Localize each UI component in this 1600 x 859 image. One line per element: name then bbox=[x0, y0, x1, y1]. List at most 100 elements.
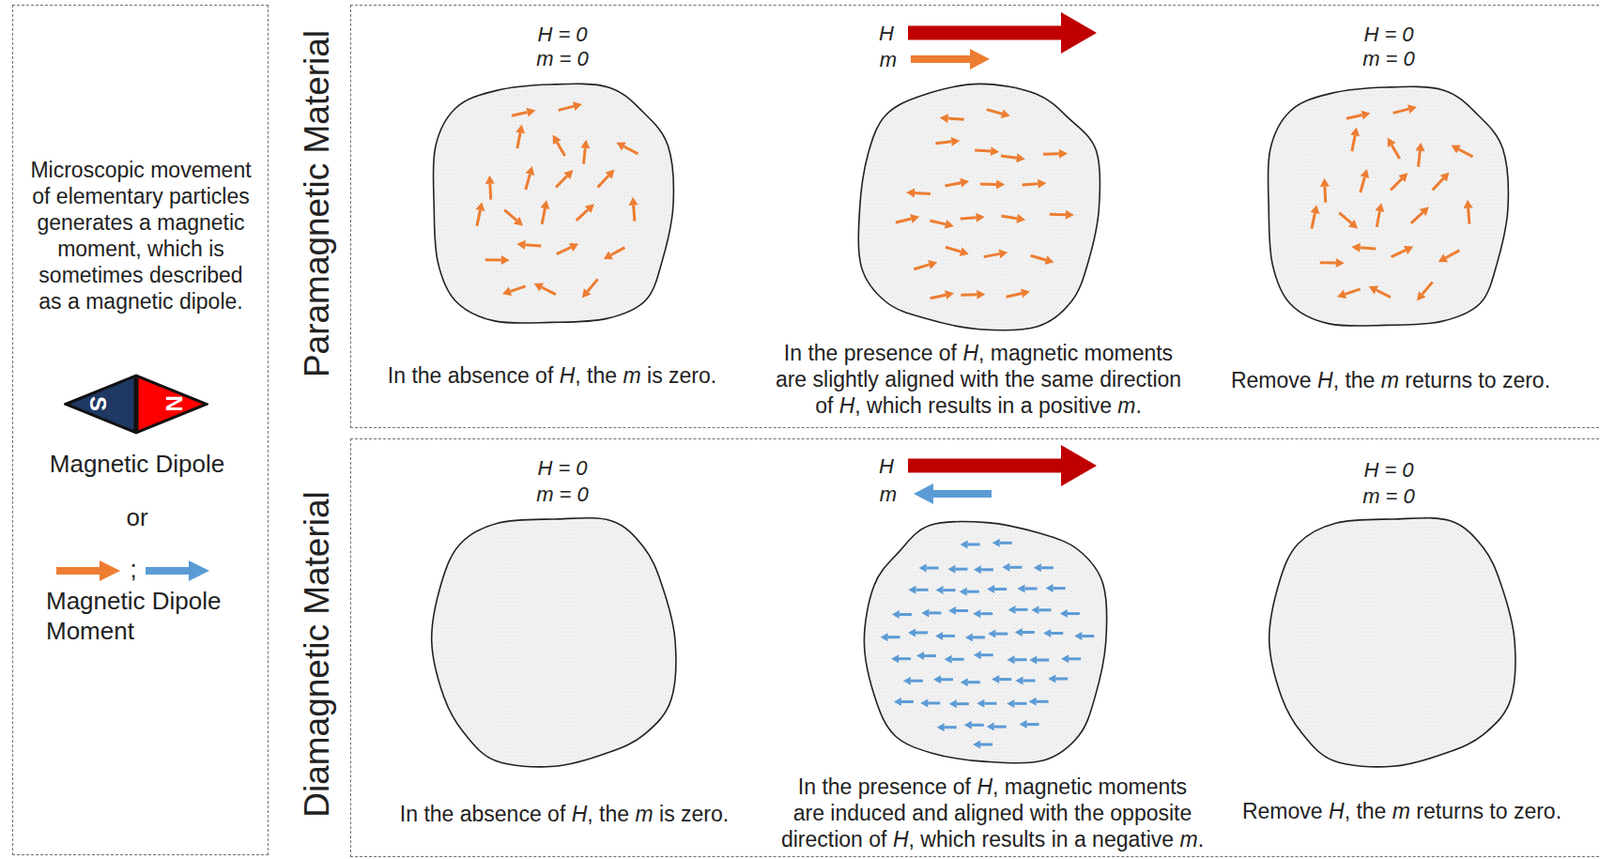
dipole-arrow-shaft bbox=[930, 220, 947, 225]
text-run bbox=[541, 801, 548, 827]
magnetic-dipole-diamond: SN bbox=[63, 373, 209, 435]
dipole-arrow-shaft bbox=[1014, 702, 1027, 706]
dipole-arrow-head bbox=[919, 564, 927, 573]
text-run: of bbox=[938, 340, 957, 366]
dipole-arrow-head bbox=[569, 243, 579, 252]
dipole-arrow-head bbox=[563, 169, 573, 180]
text-run: , bbox=[854, 393, 867, 418]
dipole-arrow-head bbox=[1369, 286, 1379, 295]
text-run: H bbox=[839, 393, 856, 418]
text-run: of bbox=[815, 393, 833, 418]
text-run: the bbox=[586, 363, 617, 388]
dipole-arrow-shaft bbox=[511, 112, 528, 117]
dipole-arrow-head bbox=[1438, 253, 1448, 262]
dipole-arrow-shaft bbox=[541, 287, 556, 295]
text-run bbox=[653, 801, 660, 827]
dipole-arrow-head bbox=[916, 651, 924, 661]
dipole-arrow-head bbox=[937, 723, 945, 732]
text-run bbox=[1483, 799, 1490, 824]
dipole-arrow-head bbox=[513, 216, 524, 227]
dipole-arrow-shaft bbox=[524, 245, 541, 247]
text-run: the bbox=[411, 363, 442, 388]
dipole-arrow-head bbox=[903, 676, 911, 686]
dipole-arrow-head bbox=[999, 249, 1009, 260]
dipole-arrow-head bbox=[951, 137, 960, 147]
state-group: H = 0m = 0In the absence of H, the m is … bbox=[336, 19, 769, 405]
dipole-arrow-head bbox=[907, 585, 916, 595]
dipole-arrow-shaft bbox=[984, 702, 997, 706]
dipole-arrow-head bbox=[1059, 149, 1068, 159]
dipole-arrow-shaft bbox=[556, 246, 571, 254]
legend-separator: ; bbox=[129, 554, 137, 585]
dipole-arrow-shaft bbox=[1311, 213, 1316, 230]
text-run bbox=[1032, 393, 1039, 418]
text-run bbox=[837, 340, 844, 366]
dipole-arrow-head bbox=[1017, 584, 1026, 594]
dipole-arrow-shaft bbox=[1043, 152, 1060, 156]
dipole-arrow-shaft bbox=[956, 702, 970, 706]
state-heading: H = 0 bbox=[1363, 22, 1414, 47]
text-run: returns bbox=[1404, 368, 1473, 393]
dipole-arrow-head bbox=[1348, 219, 1358, 230]
dipole-arrow-shaft bbox=[1006, 293, 1023, 298]
text-run bbox=[851, 774, 858, 800]
state-caption: In the presence of H, magnetic moments a… bbox=[769, 339, 1188, 419]
dipole-arrow-head bbox=[1061, 654, 1069, 663]
dipole-arrow-shaft bbox=[1015, 608, 1029, 612]
text-run: . bbox=[1544, 368, 1551, 393]
dipole-arrow-shaft bbox=[1081, 634, 1094, 638]
text-run bbox=[824, 800, 831, 826]
dipole-arrow-head bbox=[933, 675, 941, 684]
state-caption: In the presence of H, magnetic moments a… bbox=[780, 773, 1205, 853]
material-outline bbox=[432, 83, 674, 324]
dipole-arrow-shaft bbox=[915, 630, 928, 634]
text-run: which bbox=[866, 393, 923, 418]
text-run bbox=[405, 363, 412, 388]
text-run: . bbox=[1555, 799, 1562, 824]
dipole-arrow-shaft bbox=[1023, 679, 1036, 683]
dipole-arrow-shaft bbox=[915, 588, 928, 592]
material-outline bbox=[431, 518, 677, 768]
dipole-arrow-shaft bbox=[1393, 108, 1410, 113]
dipole-arrow-shaft bbox=[968, 680, 981, 684]
text-run: opposite bbox=[1109, 800, 1192, 826]
text-run: with bbox=[1030, 800, 1069, 826]
dipole-arrow-shaft bbox=[598, 175, 610, 187]
dipole-arrow-shaft bbox=[974, 150, 991, 152]
dipole-arrow-shaft bbox=[504, 210, 517, 221]
dipole-arrow-shaft bbox=[984, 253, 1000, 257]
text-run: negative bbox=[1092, 827, 1174, 852]
vertical-label: Paramagnetic Material bbox=[296, 30, 339, 378]
dipole-arrow-shaft bbox=[1000, 541, 1013, 545]
dipole-arrow-shaft bbox=[1376, 290, 1391, 298]
state-heading: m = 0 bbox=[536, 482, 589, 508]
text-run: magnetic bbox=[990, 340, 1078, 366]
text-run bbox=[1410, 799, 1416, 824]
material-outline bbox=[863, 521, 1107, 763]
text-run: absence bbox=[447, 363, 530, 388]
dipole-arrow-head bbox=[584, 203, 595, 214]
dipole-arrow-shaft bbox=[633, 205, 635, 222]
dipole-arrow-head bbox=[1019, 720, 1028, 729]
dipole-arrow-shaft bbox=[525, 174, 531, 190]
text-run bbox=[922, 393, 928, 418]
text-run bbox=[1023, 800, 1030, 826]
dipole-arrow-shaft bbox=[986, 109, 1002, 115]
dipole-arrow-shaft bbox=[1376, 211, 1380, 228]
dipole-arrow-head bbox=[972, 740, 981, 750]
text-run bbox=[906, 800, 912, 826]
text-run bbox=[1173, 827, 1180, 852]
text-run: the bbox=[1004, 367, 1035, 392]
dipole-arrow-shaft bbox=[927, 702, 940, 706]
text-run: H bbox=[571, 801, 588, 827]
text-run bbox=[616, 363, 623, 388]
dipole-arrow-shaft bbox=[1050, 631, 1063, 635]
dipole-arrow-head bbox=[880, 632, 889, 642]
dipole-arrow-head bbox=[986, 723, 995, 732]
moment-arrow-negative bbox=[913, 483, 992, 505]
dipole-arrow-head bbox=[944, 290, 954, 300]
dipole-arrow-shaft bbox=[945, 183, 962, 186]
text-run: , bbox=[1333, 368, 1346, 393]
text-run bbox=[806, 367, 813, 392]
